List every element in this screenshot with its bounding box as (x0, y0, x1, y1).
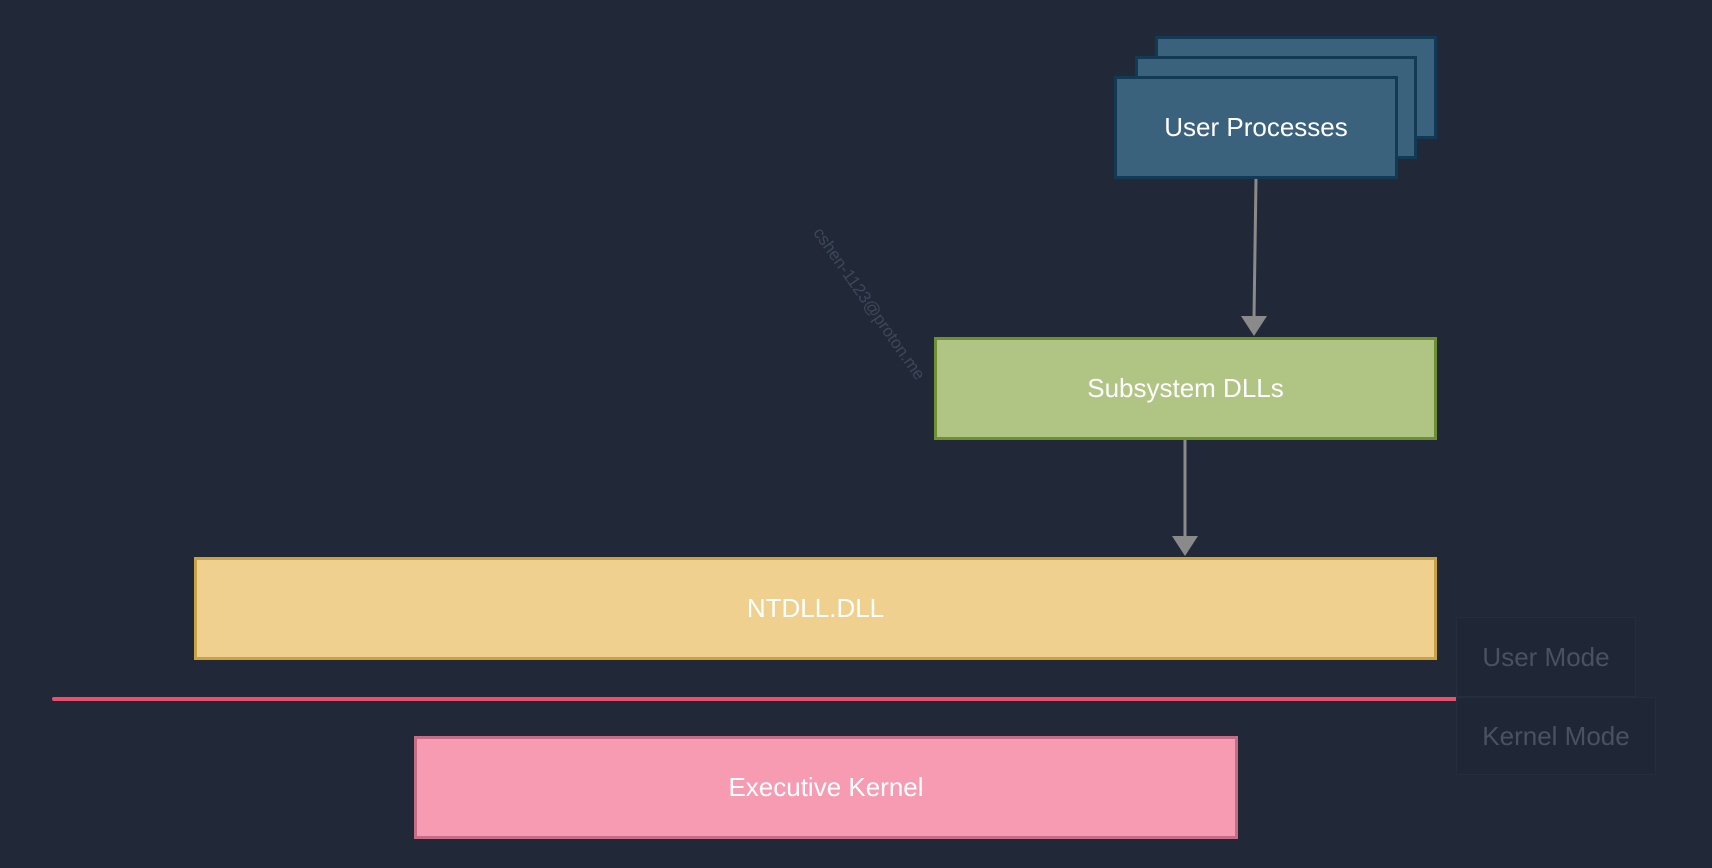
executive-kernel-node: Executive Kernel (414, 736, 1238, 839)
user-processes-node: User Processes (1114, 76, 1398, 179)
kernel-mode-text: Kernel Mode (1482, 720, 1630, 751)
user-mode-text: User Mode (1482, 641, 1610, 672)
executive-kernel-label: Executive Kernel (728, 772, 924, 802)
subsystem-dlls-label: Subsystem DLLs (1087, 373, 1284, 403)
ntdll-node: NTDLL.DLL (194, 557, 1437, 660)
arrow-user-processes-to-subsystem (1241, 178, 1267, 336)
subsystem-dlls-node: Subsystem DLLs (934, 337, 1437, 440)
user-mode-label: User Mode (1456, 617, 1636, 697)
mode-boundary-line (52, 697, 1614, 701)
kernel-mode-label: Kernel Mode (1456, 697, 1656, 775)
user-processes-label: User Processes (1164, 112, 1348, 142)
arrow-subsystem-to-ntdll (1172, 440, 1198, 556)
ntdll-label: NTDLL.DLL (746, 593, 885, 623)
